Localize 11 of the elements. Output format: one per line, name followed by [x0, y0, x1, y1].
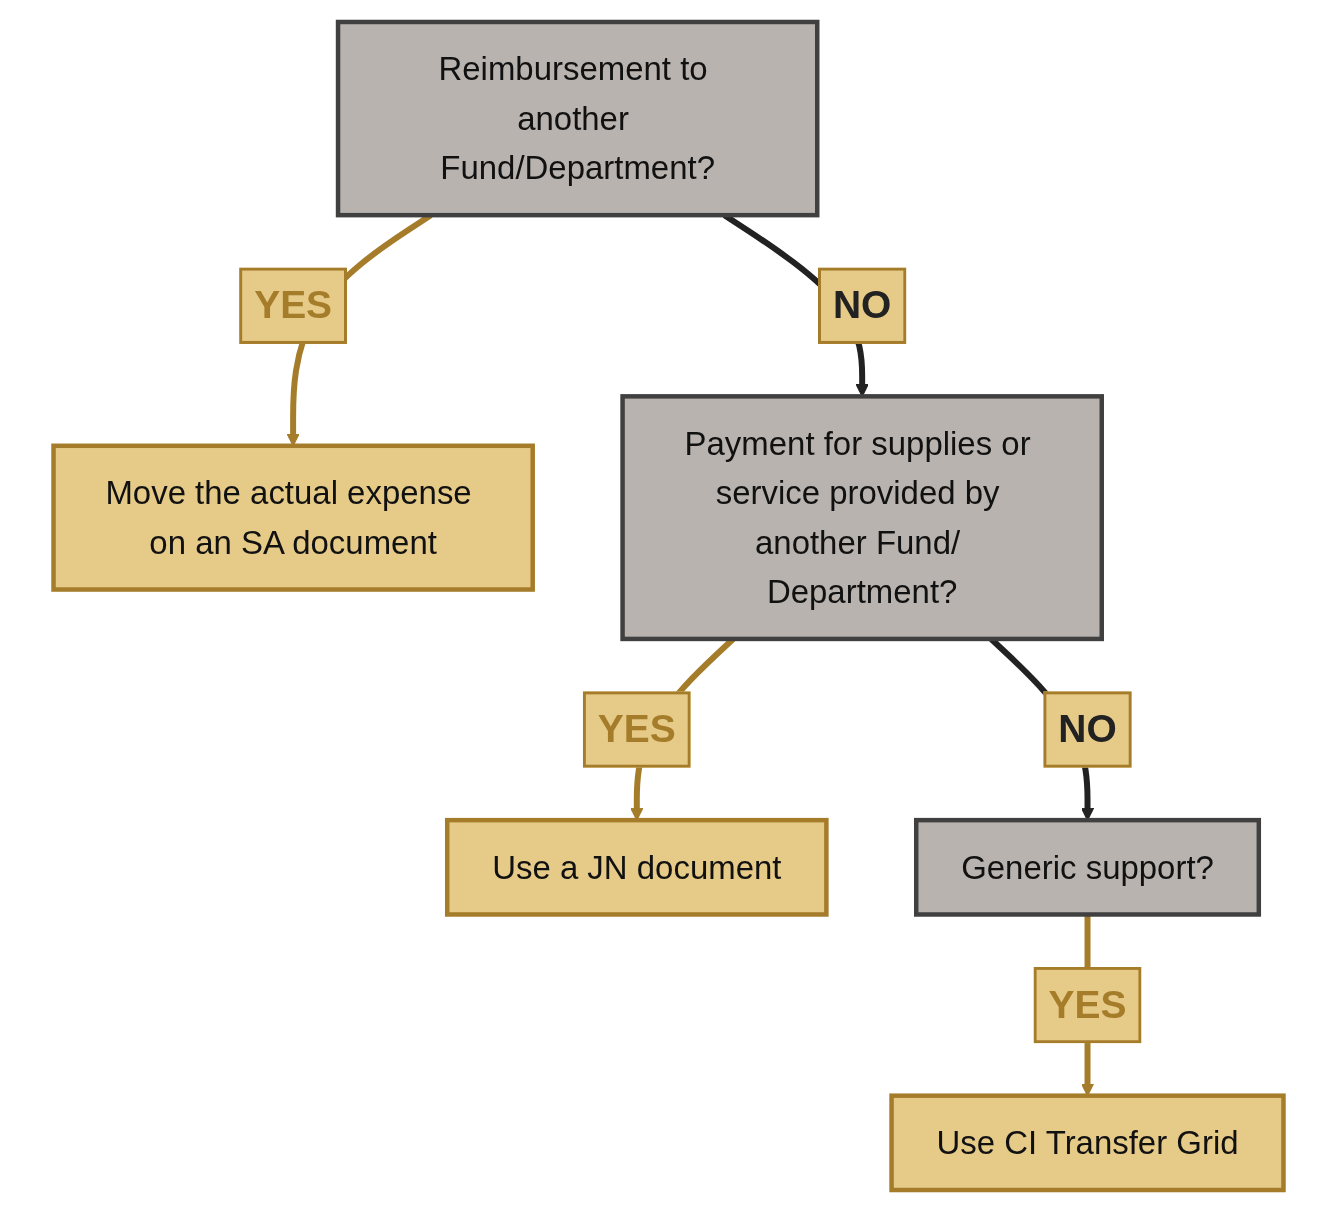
node-box: Reimbursement to another Fund/Department?	[335, 19, 820, 218]
edge-label: YES	[254, 282, 333, 328]
edge-label: YES	[1048, 981, 1127, 1027]
node-box: Move the actual expense on an SA document	[51, 443, 535, 592]
node-box: Generic support?	[914, 817, 1262, 917]
edge-label: NO	[832, 282, 892, 328]
node-box: Use CI Transfer Grid	[889, 1093, 1286, 1193]
edge-label: NO	[1058, 706, 1117, 752]
edge-label: YES	[597, 706, 676, 752]
node-box: Use a JN document	[444, 817, 829, 917]
node-box: Payment for supplies or service provided by another Fund/ Department?	[620, 394, 1104, 642]
